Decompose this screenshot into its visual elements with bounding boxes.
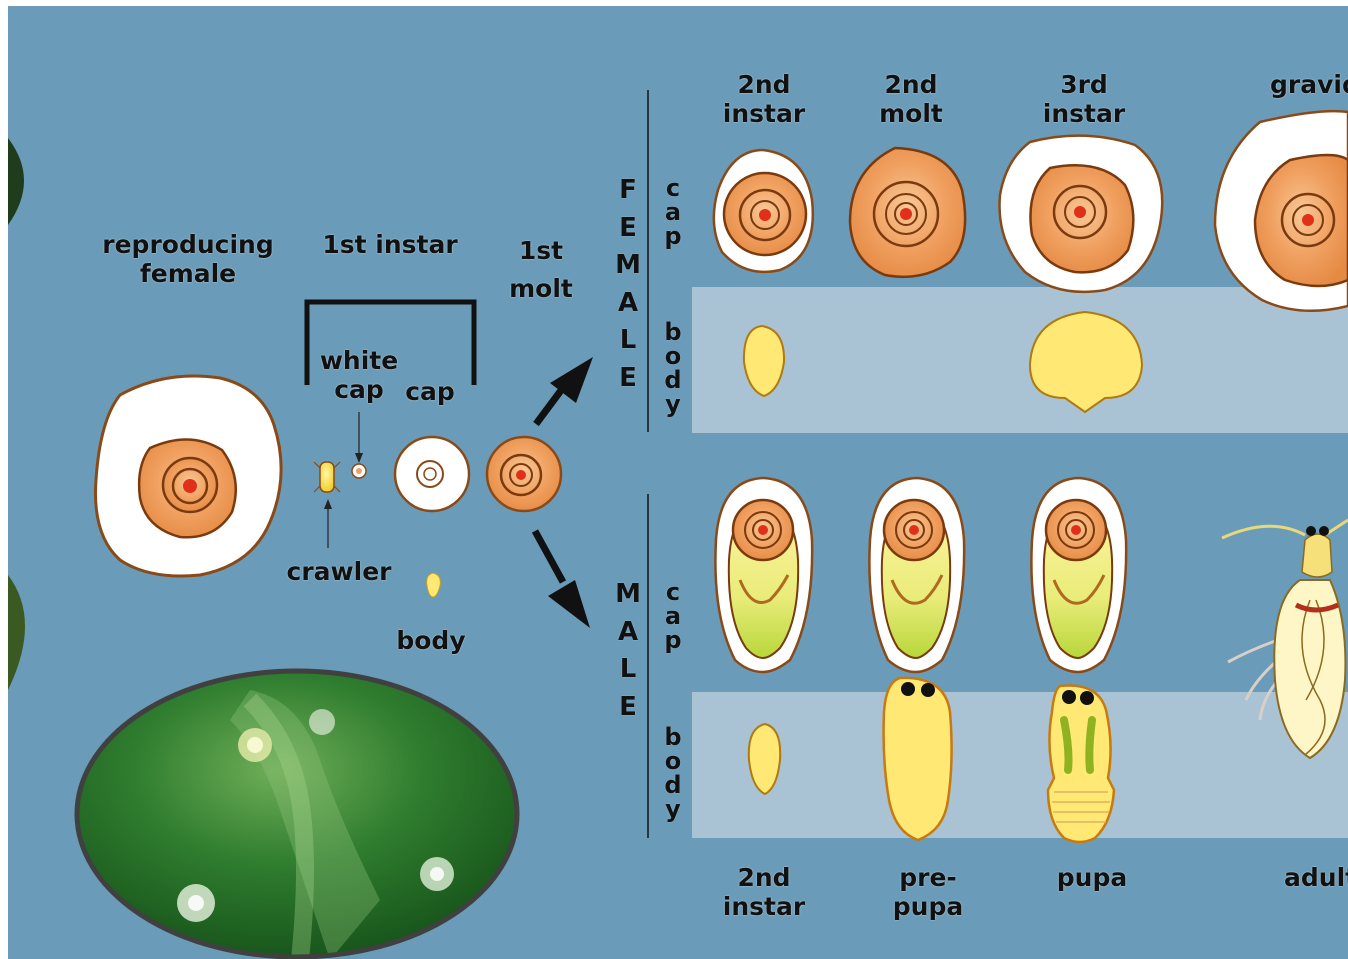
- label-body: body: [388, 626, 474, 655]
- male-stage-pupa: pupa: [1032, 863, 1152, 892]
- female-stage-2nd-molt: 2nd molt: [851, 70, 971, 128]
- label-cap: cap: [398, 377, 462, 406]
- female-stage-2nd-instar: 2nd instar: [704, 70, 824, 128]
- female-stage-3rd-instar: 3rd instar: [1024, 70, 1144, 128]
- edge-photo-fragment-bottom: [8, 575, 25, 690]
- female-2nd-molt-cap-icon: [850, 148, 965, 277]
- female-gravid-cap-icon: [1215, 111, 1348, 311]
- male-2nd-instar-cap-icon: [715, 478, 812, 672]
- crawler-icon: [314, 462, 340, 492]
- arrow-down-right-icon: [535, 531, 590, 628]
- male-stage-prepupa: pre- pupa: [868, 863, 988, 921]
- female-body-band: [692, 287, 1348, 433]
- female-row-label-cap: cap: [662, 176, 684, 248]
- arrow-up-right-icon: [536, 357, 593, 424]
- reproducing-female-scale-icon: [96, 376, 282, 576]
- male-side-label: MALE: [613, 576, 643, 726]
- white-cap-small-icon: [352, 464, 366, 478]
- label-first-instar: 1st instar: [310, 230, 470, 259]
- first-instar-body-icon: [427, 573, 441, 597]
- male-stage-adult: adult: [1284, 863, 1348, 892]
- male-prepupa-body-icon: [884, 678, 952, 840]
- male-stage-2nd-instar: 2nd instar: [704, 863, 824, 921]
- female-side-label: FEMALE: [613, 172, 643, 397]
- label-reproducing-female: reproducing female: [90, 230, 286, 288]
- edge-photo-fragment-top: [8, 138, 24, 225]
- first-molt-cap-icon: [487, 437, 561, 511]
- female-stage-gravid: gravid: [1270, 70, 1348, 99]
- label-white-cap: white cap: [312, 346, 406, 404]
- label-crawler: crawler: [276, 557, 402, 586]
- white-cap-icon: [395, 437, 469, 511]
- female-2nd-instar-cap-icon: [714, 150, 813, 272]
- male-row-label-body: body: [662, 725, 684, 821]
- female-row-label-body: body: [662, 320, 684, 416]
- male-row-label-cap: cap: [662, 580, 684, 652]
- female-3rd-instar-cap-icon: [1000, 136, 1163, 292]
- male-pupa-body-icon: [1048, 686, 1114, 843]
- label-first-molt: 1st molt: [500, 232, 582, 308]
- male-prepupa-cap-icon: [869, 478, 964, 672]
- male-body-band: [692, 692, 1348, 838]
- male-pupa-cap-icon: [1031, 478, 1126, 672]
